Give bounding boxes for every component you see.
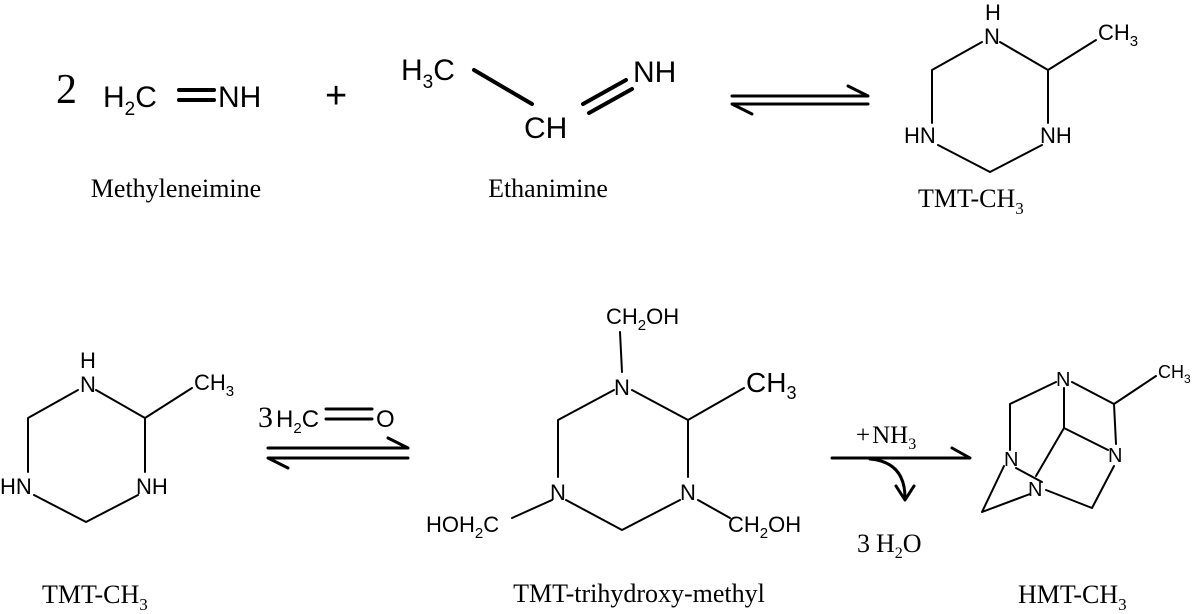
tmt-ch3-structure-top: H N CH3 HN NH (904, 0, 1138, 173)
ring-n-left-label: N (550, 480, 566, 505)
ring-bond (27, 389, 79, 473)
caption-methyleneimine: Methyleneimine (91, 174, 261, 203)
reaction-row-2: H N CH3 HN NH 3 H2C O CH2OH N CH3 (0, 304, 1191, 614)
methyleneimine-coefficient: 2 (56, 67, 77, 113)
hmt-ch3-structure: N N N N CH3 (981, 362, 1191, 513)
plus-sign: + (325, 75, 347, 117)
ring-bond (999, 41, 1049, 124)
double-bond-line (581, 78, 628, 106)
ammonia-label: +NH3 (856, 422, 916, 453)
methyl-bond (1113, 375, 1157, 405)
ring-bond (565, 499, 681, 531)
formaldehyde-o: O (376, 406, 395, 433)
ring-nh-label: NH (1040, 123, 1072, 148)
caption-tmt-trihydroxy-methyl: TMT-trihydroxy-methyl (513, 579, 765, 608)
tmt-ch3-structure-bottom: H N CH3 HN NH (0, 348, 234, 523)
cage-bond (1015, 467, 1043, 483)
single-bond-line (472, 68, 534, 106)
ring-bond (631, 389, 689, 478)
ethanimine-structure: H3C CH NH (401, 54, 676, 145)
methyleneimine-nh: NH (218, 81, 261, 114)
cage-n-top-label: N (1056, 369, 1070, 391)
cage-n-right-label: N (1108, 445, 1122, 467)
ring-h-label: H (985, 0, 1001, 25)
ring-nh-label: NH (136, 474, 168, 499)
cage-bond (1035, 387, 1065, 477)
left-ch2oh-label: HOH2C (426, 512, 499, 542)
ring-hn-label: HN (904, 123, 936, 148)
ethanimine-ch: CH (524, 112, 567, 145)
ring-h-label: H (80, 348, 96, 373)
reaction-row-1: 2 H2C NH + H3C CH NH H N CH3 HN NH (56, 0, 1138, 218)
forward-arrow (730, 84, 870, 98)
cage-bond (1009, 381, 1057, 451)
ch2oh-bond (619, 331, 623, 373)
ch2oh-bond (511, 499, 553, 519)
water-release-curve (868, 457, 907, 500)
ethanimine-nh: NH (633, 56, 676, 89)
right-ch2oh-label: CH2OH (728, 512, 801, 542)
ch2oh-bond (697, 499, 731, 519)
ring-n-label: N (80, 372, 96, 397)
methyl-label: CH3 (194, 370, 234, 400)
cage-bond (1063, 427, 1109, 451)
ring-hn-label: HN (0, 474, 32, 499)
equilibrium-arrow-2 (266, 436, 410, 470)
formaldehyde-h2c: H2C (276, 406, 319, 437)
methyl-label: CH3 (746, 367, 796, 403)
ethanimine-methyl: H3C (401, 54, 455, 93)
formaldehyde-coefficient: 3 (258, 401, 273, 434)
water-release-arrowhead (894, 484, 916, 502)
forward-arrow (266, 436, 410, 450)
ring-bond (931, 41, 983, 124)
ring-n-right-label: N (680, 480, 696, 505)
ring-bond (95, 389, 146, 473)
ring-n-label: N (984, 24, 1000, 49)
ring-n-label: N (614, 375, 630, 400)
reverse-arrow (730, 102, 870, 116)
methyl-bond (1047, 39, 1097, 71)
formaldehyde-reagent: 3 H2C O (258, 401, 395, 437)
caption-tmt-ch3-bottom: TMT-CH3 (42, 580, 148, 614)
reverse-arrow (266, 456, 410, 470)
caption-tmt-ch3-top: TMT-CH3 (918, 184, 1024, 218)
methyleneimine-h2c: H2C (103, 81, 157, 120)
double-bond-line (587, 87, 634, 115)
equilibrium-arrow-1 (730, 84, 870, 116)
caption-hmt-ch3: HMT-CH3 (1018, 580, 1127, 614)
cage-bond (1045, 465, 1115, 509)
ring-bond (557, 389, 615, 478)
top-ch2oh-label: CH2OH (606, 304, 679, 334)
cage-n-left-label: N (1004, 449, 1018, 471)
cage-n-bottom-label: N (1028, 479, 1042, 501)
methyleneimine-formula: 2 H2C NH (56, 67, 261, 120)
caption-ethanimine: Ethanimine (488, 174, 608, 203)
methyl-label: CH3 (1098, 20, 1138, 50)
methyl-bond (687, 387, 745, 421)
cage-bond (981, 465, 1031, 513)
ring-bond (33, 494, 139, 523)
ring-bond (937, 144, 1043, 173)
forward-arrow (830, 446, 972, 460)
methyl-bond (144, 387, 193, 419)
methyl-label: CH3 (1158, 362, 1191, 386)
tmt-trihydroxy-methyl-structure: CH2OH N CH3 N N HOH2C CH2OH (426, 304, 801, 542)
